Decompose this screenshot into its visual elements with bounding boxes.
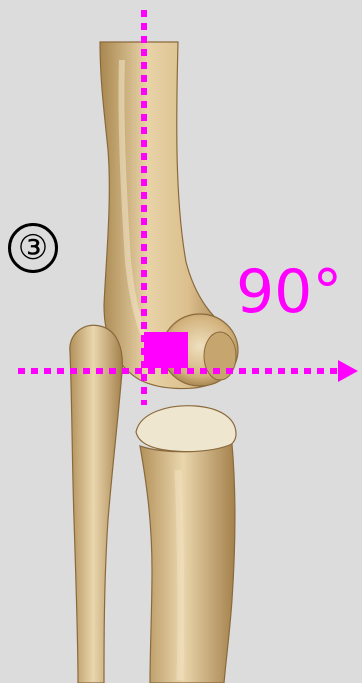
ulna [70,325,123,683]
right-angle-marker [144,332,188,368]
angle-label: 90° [236,262,342,322]
step-marker: ③ [8,223,58,273]
arrow-head-icon [338,360,358,382]
radius-highlight [178,470,181,680]
radius-head [136,406,236,452]
radius [140,444,235,683]
